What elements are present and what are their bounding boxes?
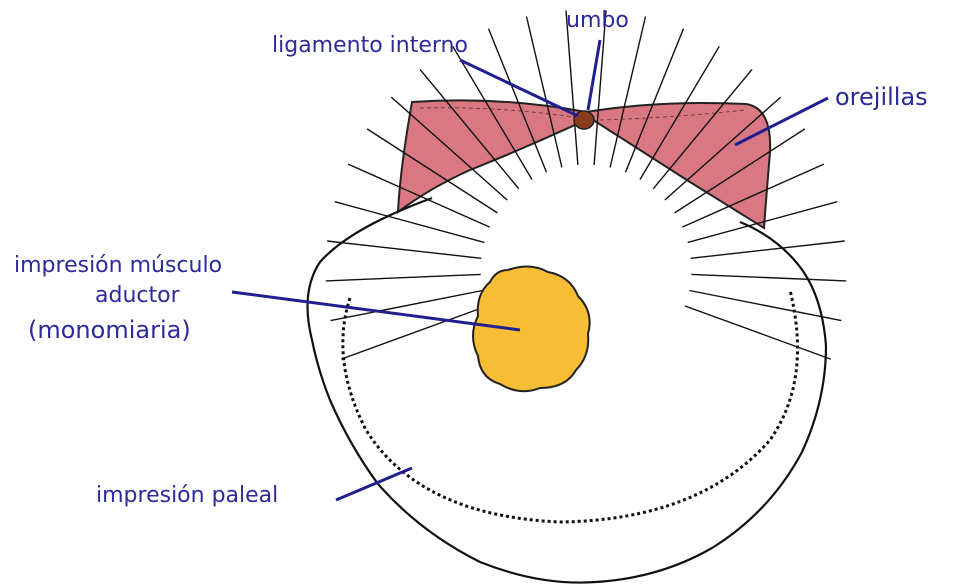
label-monomiaria: (monomiaria) — [28, 318, 191, 342]
shell-outline — [308, 198, 827, 583]
shell-rib — [594, 10, 606, 165]
umbo-mark — [574, 111, 594, 129]
label-aductor: aductor — [95, 285, 180, 307]
shell-rib — [691, 274, 846, 281]
shell-rib — [691, 241, 845, 258]
label-ligamento-interno: ligamento interno — [272, 35, 468, 57]
label-umbo: umbo — [566, 10, 629, 32]
leader-paleal — [336, 468, 412, 500]
adductor-muscle-scar — [473, 266, 590, 391]
shell-rib — [566, 10, 578, 165]
shell-rib — [327, 241, 481, 258]
shell-rib — [326, 274, 481, 281]
label-orejillas: orejillas — [835, 85, 928, 109]
label-impresion-musculo: impresión músculo — [14, 255, 222, 277]
label-impresion-paleal: impresión paleal — [96, 485, 278, 507]
leader-umbo — [588, 40, 600, 110]
